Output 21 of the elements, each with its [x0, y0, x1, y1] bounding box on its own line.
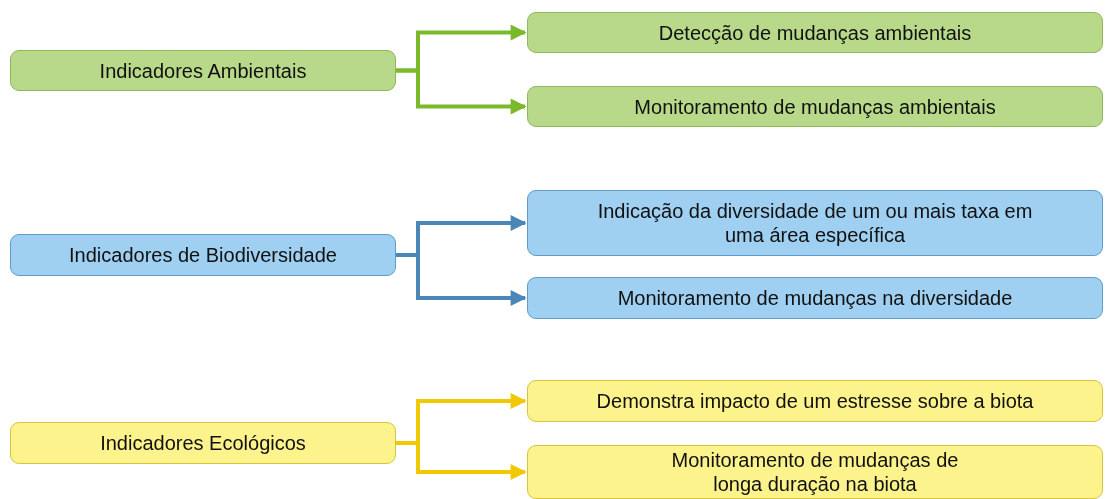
- box-text: Monitoramento de mudanças de longa duração na biota: [670, 448, 960, 496]
- arrow: [396, 441, 527, 480]
- box-text: Indicadores de Biodiversidade: [69, 243, 337, 267]
- description-box: [527, 380, 1103, 422]
- description-box: [527, 86, 1103, 127]
- description-box: [527, 277, 1103, 319]
- category-box: [10, 422, 396, 464]
- box-text: Monitoramento de mudanças ambientais: [634, 94, 996, 119]
- box-text: Detecção de mudanças ambientais: [658, 20, 972, 45]
- arrow: [396, 68, 527, 115]
- box-text: Indicação da diversidade de um ou mais taxa em uma área específica: [596, 199, 1034, 247]
- category-box: [10, 234, 396, 276]
- box-text: Demonstra impacto de um estresse sobre a biota: [596, 389, 1034, 413]
- category-box: [10, 50, 396, 91]
- box-text: Monitoramento de mudanças na diversidade: [617, 286, 1013, 310]
- arrow: [396, 253, 527, 306]
- box-text: Indicadores Ecológicos: [100, 431, 306, 455]
- description-box: [527, 190, 1103, 256]
- box-text: Indicadores Ambientais: [99, 58, 307, 83]
- description-box: [527, 12, 1103, 53]
- description-box: [527, 445, 1103, 499]
